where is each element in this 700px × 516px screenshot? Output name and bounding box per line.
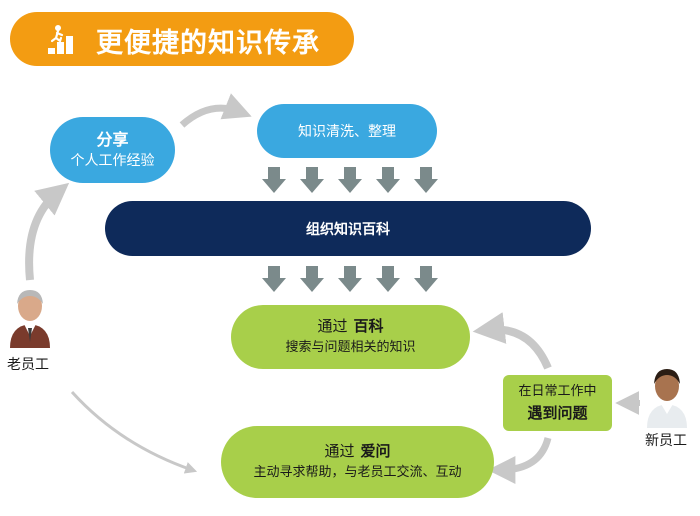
- arrow-old-to-ask: [70, 390, 198, 474]
- old-employee-avatar-icon: [10, 290, 50, 348]
- down-arrows-mid: [262, 266, 438, 292]
- via-ask-keyword: 爱问: [360, 442, 391, 460]
- via-wiki-desc: 搜索与问题相关的知识: [285, 340, 416, 355]
- down-arrow-icon: [376, 266, 400, 292]
- arrow-problem-to-ask: [487, 436, 552, 484]
- arrow-share-to-clean: [179, 93, 252, 128]
- down-arrow-icon: [338, 266, 362, 292]
- new-employee-avatar-icon: [647, 369, 687, 428]
- down-arrow-icon: [338, 167, 362, 193]
- share-title: 分享: [96, 130, 129, 149]
- via-wiki-node: 通过百科 搜索与问题相关的知识: [231, 305, 470, 369]
- old-employee-label: 老员工: [7, 357, 49, 373]
- via-ask-heading: 通过爱问: [324, 440, 390, 462]
- down-arrow-icon: [262, 167, 286, 193]
- down-arrows-top: [262, 167, 438, 193]
- down-arrow-icon: [414, 167, 438, 193]
- title-banner: 更便捷的知识传承: [10, 12, 354, 66]
- via-ask-desc: 主动寻求帮助，与老员工交流、互动: [253, 465, 462, 480]
- arrow-old-to-share: [25, 182, 70, 281]
- via-wiki-prefix: 通过: [317, 317, 348, 335]
- down-arrow-icon: [376, 167, 400, 193]
- via-wiki-keyword: 百科: [353, 317, 384, 335]
- down-arrow-icon: [300, 167, 324, 193]
- problem-line1: 在日常工作中: [518, 384, 597, 399]
- down-arrow-icon: [262, 266, 286, 292]
- clean-node: 知识清洗、整理: [257, 104, 437, 158]
- arrow-problem-to-wiki: [472, 312, 552, 370]
- clean-label: 知识清洗、整理: [298, 124, 396, 140]
- via-wiki-heading: 通过百科: [317, 315, 383, 337]
- problem-node: 在日常工作中 遇到问题: [503, 375, 612, 431]
- wiki-label: 组织知识百科: [306, 221, 390, 238]
- new-employee-label: 新员工: [645, 433, 687, 449]
- wiki-node: 组织知识百科: [105, 201, 591, 256]
- page-title: 更便捷的知识传承: [96, 28, 320, 59]
- via-ask-prefix: 通过: [324, 442, 355, 460]
- via-ask-node: 通过爱问 主动寻求帮助，与老员工交流、互动: [221, 426, 494, 498]
- share-node: 分享 个人工作经验: [50, 117, 175, 183]
- climbing-stairs-icon: [48, 25, 73, 54]
- down-arrow-icon: [300, 266, 324, 292]
- share-subtitle: 个人工作经验: [70, 153, 155, 169]
- down-arrow-icon: [414, 266, 438, 292]
- problem-line2: 遇到问题: [527, 404, 588, 422]
